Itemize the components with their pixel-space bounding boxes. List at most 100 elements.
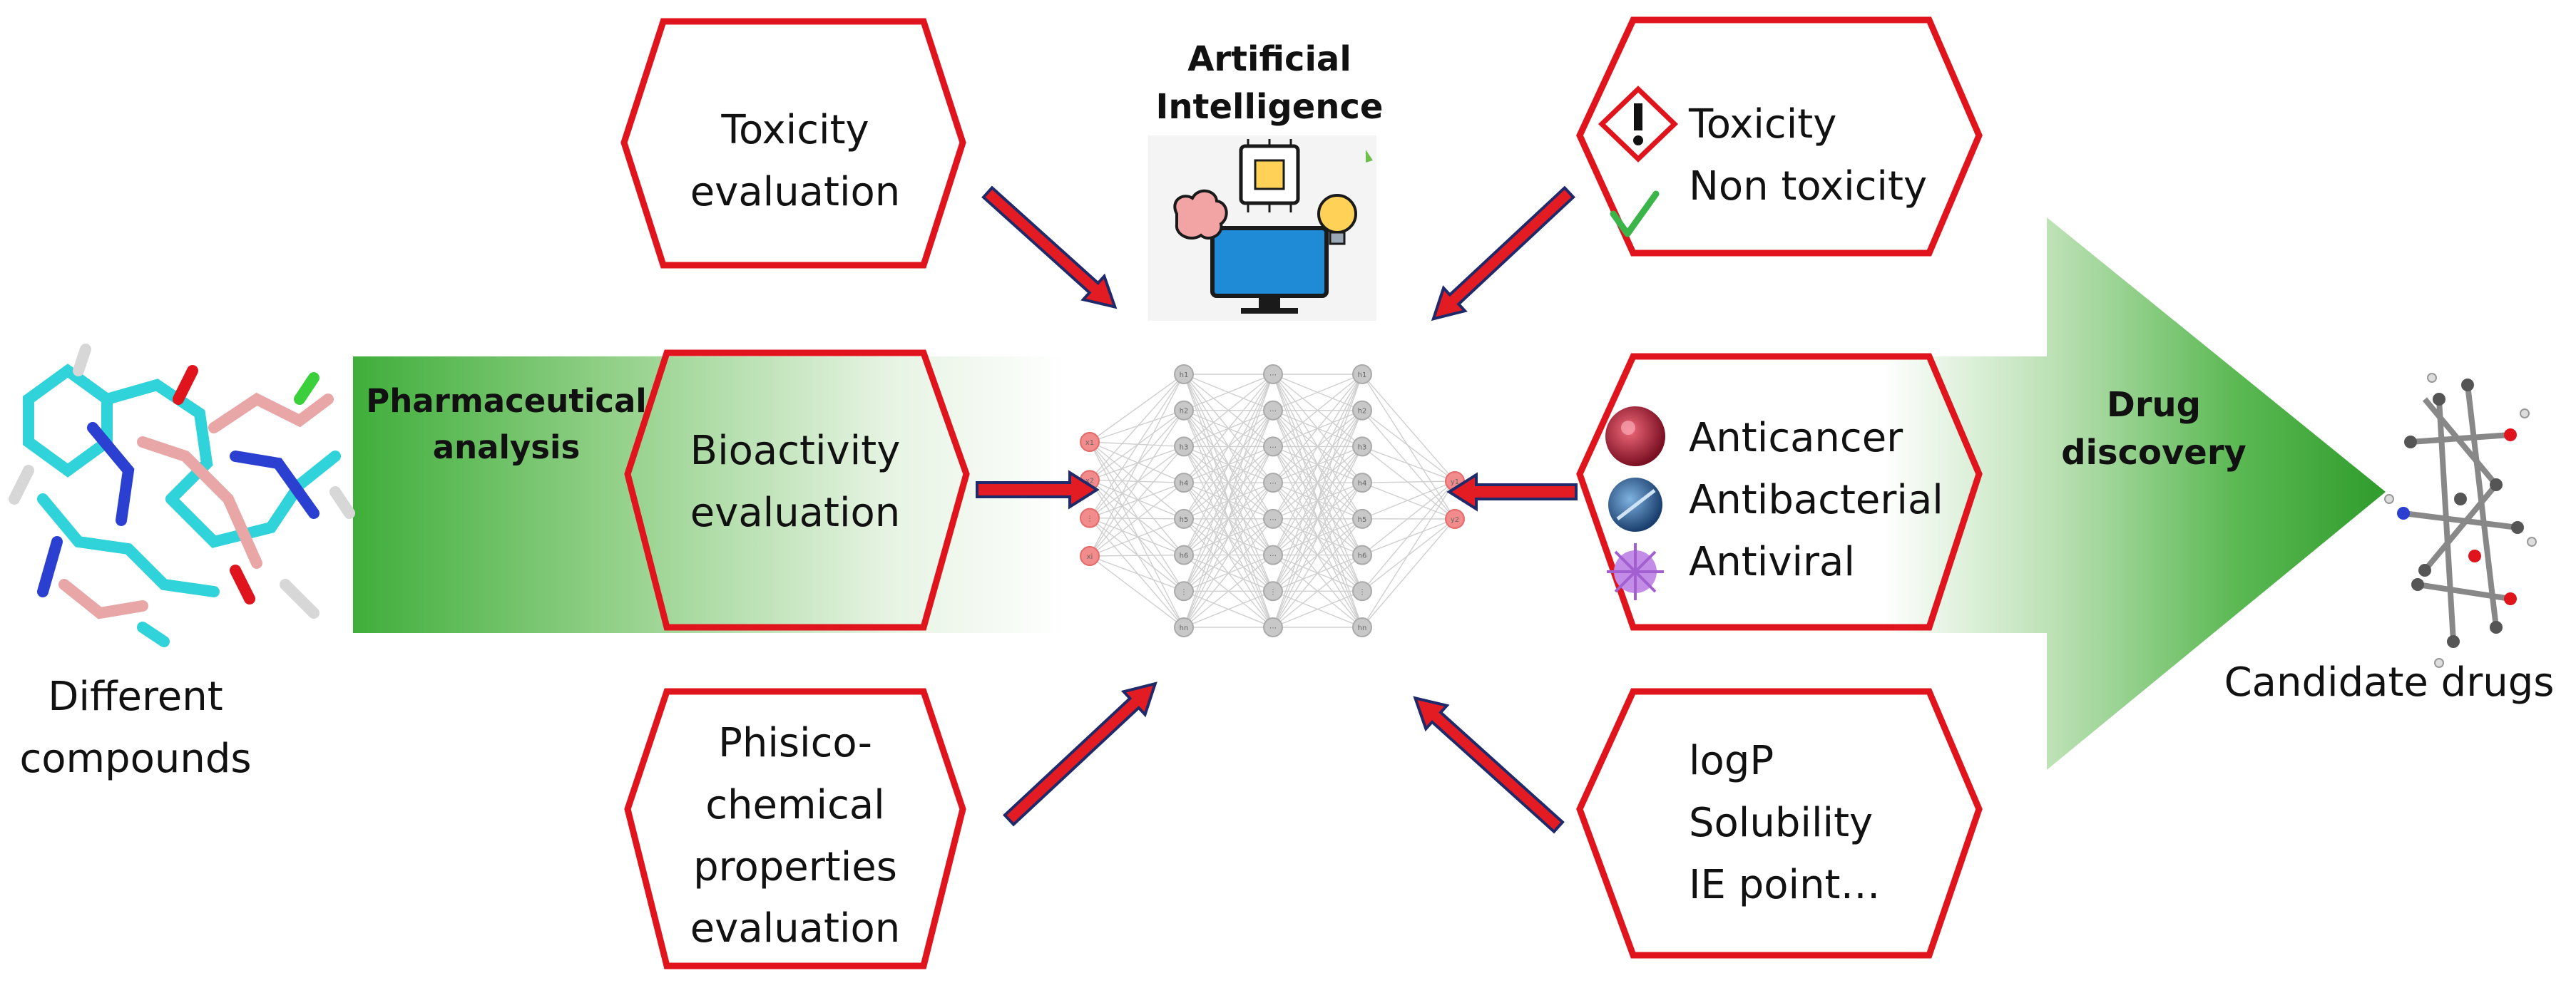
nn-connection (1272, 374, 1363, 628)
nn-node-circle (1174, 508, 1194, 529)
nn-node-circle (1352, 508, 1372, 529)
nn-node-circle (1263, 581, 1283, 602)
nn-connection (1183, 482, 1274, 628)
label-line: evaluation (690, 168, 901, 215)
nn-node-label: h3 (1180, 443, 1189, 451)
cancer-cell-icon (1605, 406, 1665, 466)
nn-connection (1183, 410, 1274, 628)
label-line: Non toxicity (1689, 163, 1928, 210)
nn-node-circle (1352, 617, 1372, 637)
label-line: Toxicity (1689, 101, 1837, 148)
nn-node-label: h1 (1180, 371, 1189, 379)
label-line: Bioactivity (690, 428, 901, 474)
nn-connection (1089, 374, 1185, 519)
pharma-analysis-label: Pharmaceutical analysis (353, 378, 660, 471)
nn-connection (1272, 555, 1363, 628)
nn-connection (1361, 374, 1456, 520)
hexagon-toxicity-result (1576, 16, 1983, 257)
label-line: Antibacterial (1689, 476, 1943, 523)
nn-node-label: xi (1087, 553, 1093, 561)
nn-connection (1361, 446, 1456, 520)
nn-connection (1089, 441, 1185, 520)
nn-node-label: ⋯ (1269, 408, 1277, 416)
nn-io-node: y2 (1445, 509, 1465, 529)
nn-node-circle (1263, 545, 1283, 565)
nn-node-circle (1352, 400, 1372, 421)
label-line: Different (48, 674, 223, 720)
nn-connection (1089, 441, 1185, 592)
nn-node-label: x2 (1085, 477, 1094, 485)
pharma-analysis-band (353, 356, 1066, 633)
nn-connection (1089, 479, 1185, 520)
nn-connection (1183, 446, 1274, 628)
nn-node-circle (1352, 545, 1372, 565)
nn-hidden-node: h1 (1174, 364, 1194, 384)
label-line: IE point… (1689, 861, 1881, 908)
nn-node-label: ⋯ (1269, 480, 1277, 488)
nn-connection (1361, 518, 1456, 628)
nn-connection (1272, 482, 1363, 628)
label-line: evaluation (690, 489, 901, 536)
nn-node-label: h5 (1358, 516, 1367, 524)
nn-hidden-node: h4 (1174, 473, 1194, 493)
label-line: properties (693, 843, 897, 890)
nn-node-label: ⋯ (1269, 552, 1277, 560)
nn-node-circle (1080, 432, 1100, 452)
nn-connection (1183, 374, 1274, 628)
arrow-bioactivity-to-ai (976, 470, 1100, 510)
nn-node-label: h2 (1358, 408, 1367, 416)
nn-node-circle (1174, 545, 1194, 565)
nn-node-label: ⋮ (1180, 588, 1187, 596)
nn-connection (1183, 374, 1274, 411)
nn-node-label: h4 (1180, 480, 1189, 488)
nn-hidden-node: h6 (1352, 545, 1372, 565)
hexagon-properties-result (1576, 688, 1983, 959)
properties-result-text: logP Solubility IE point… (1689, 731, 1881, 916)
nn-node-circle (1080, 546, 1100, 566)
nn-hidden-node: h4 (1352, 473, 1372, 493)
bacterium-icon (1608, 478, 1662, 532)
drug-discovery-label: Drug discovery (2040, 381, 2268, 477)
bioactivity-result-text: Anticancer Antibacterial Antiviral (1689, 408, 1943, 593)
nn-connection (1089, 374, 1185, 480)
bioactivity-evaluation-text: Bioactivity evaluation (670, 421, 920, 545)
nn-connection (1089, 441, 1185, 448)
nn-connection (1183, 374, 1274, 592)
nn-hidden-node: ⋯ (1263, 508, 1283, 529)
nn-connection (1089, 441, 1185, 556)
nn-node-label: ⋮ (1086, 515, 1093, 523)
nn-connection (1089, 446, 1185, 519)
nn-node-label: y1 (1451, 478, 1459, 486)
nn-connection (1089, 410, 1185, 443)
nn-connection (1089, 518, 1185, 592)
nn-connection (1361, 480, 1456, 520)
hexagon-toxicity-evaluation (620, 18, 966, 269)
nn-hidden-node: h5 (1352, 508, 1372, 529)
nn-hidden-node: ⋯ (1263, 400, 1283, 421)
nn-hidden-node: ⋯ (1263, 436, 1283, 457)
label-line: Pharmaceutical (366, 382, 647, 420)
nn-connection (1183, 590, 1274, 628)
label-line: Phisico- (718, 720, 872, 766)
nn-hidden-node: h5 (1174, 508, 1194, 529)
nn-connection (1089, 479, 1185, 592)
hexagon-bioactivity-evaluation (624, 349, 970, 631)
nn-hidden-node: ⋯ (1263, 473, 1283, 493)
nn-node-circle (1174, 473, 1194, 493)
nn-node-circle (1263, 508, 1283, 529)
hexagon-physico-evaluation (624, 688, 966, 969)
nn-node-circle (1352, 436, 1372, 457)
nn-connection (1361, 518, 1456, 556)
nn-connection (1361, 480, 1456, 592)
nn-connection (1089, 374, 1185, 557)
nn-node-circle (1174, 581, 1194, 602)
candidate-drug-molecule-image (2384, 373, 2537, 668)
warning-icon (1598, 86, 1679, 163)
label-line: evaluation (690, 905, 901, 952)
nn-node-label: h4 (1358, 480, 1367, 488)
label-line: Solubility (1689, 799, 1874, 846)
nn-node-circle (1174, 436, 1194, 457)
nn-hidden-node: ⋯ (1263, 545, 1283, 565)
nn-hidden-node: ⋮ (1263, 581, 1283, 602)
